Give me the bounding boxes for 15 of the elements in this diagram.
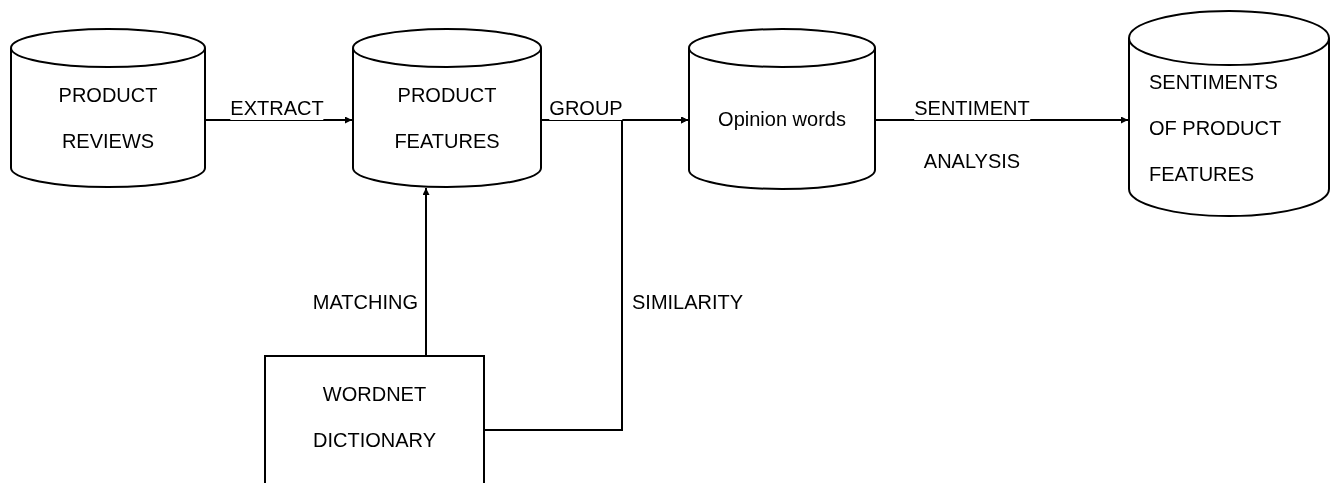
node-label: WORDNET DICTIONARY — [312, 382, 437, 453]
database-cylinder — [10, 28, 206, 188]
arrow — [484, 116, 689, 431]
database-cylinder — [352, 28, 542, 188]
text-label: ANALYSIS — [923, 149, 1021, 173]
database-cylinder — [1128, 10, 1330, 217]
node-label: PRODUCT FEATURES — [393, 83, 501, 154]
node-label: PRODUCT REVIEWS — [57, 83, 159, 154]
arrow — [205, 116, 353, 124]
arrow — [875, 116, 1129, 124]
node-label: SENTIMENTS OF PRODUCT FEATURES — [1149, 69, 1282, 187]
process-box — [264, 355, 485, 483]
database-cylinder — [688, 28, 876, 190]
node-label: Opinion words — [717, 107, 847, 132]
arrow — [422, 187, 430, 356]
